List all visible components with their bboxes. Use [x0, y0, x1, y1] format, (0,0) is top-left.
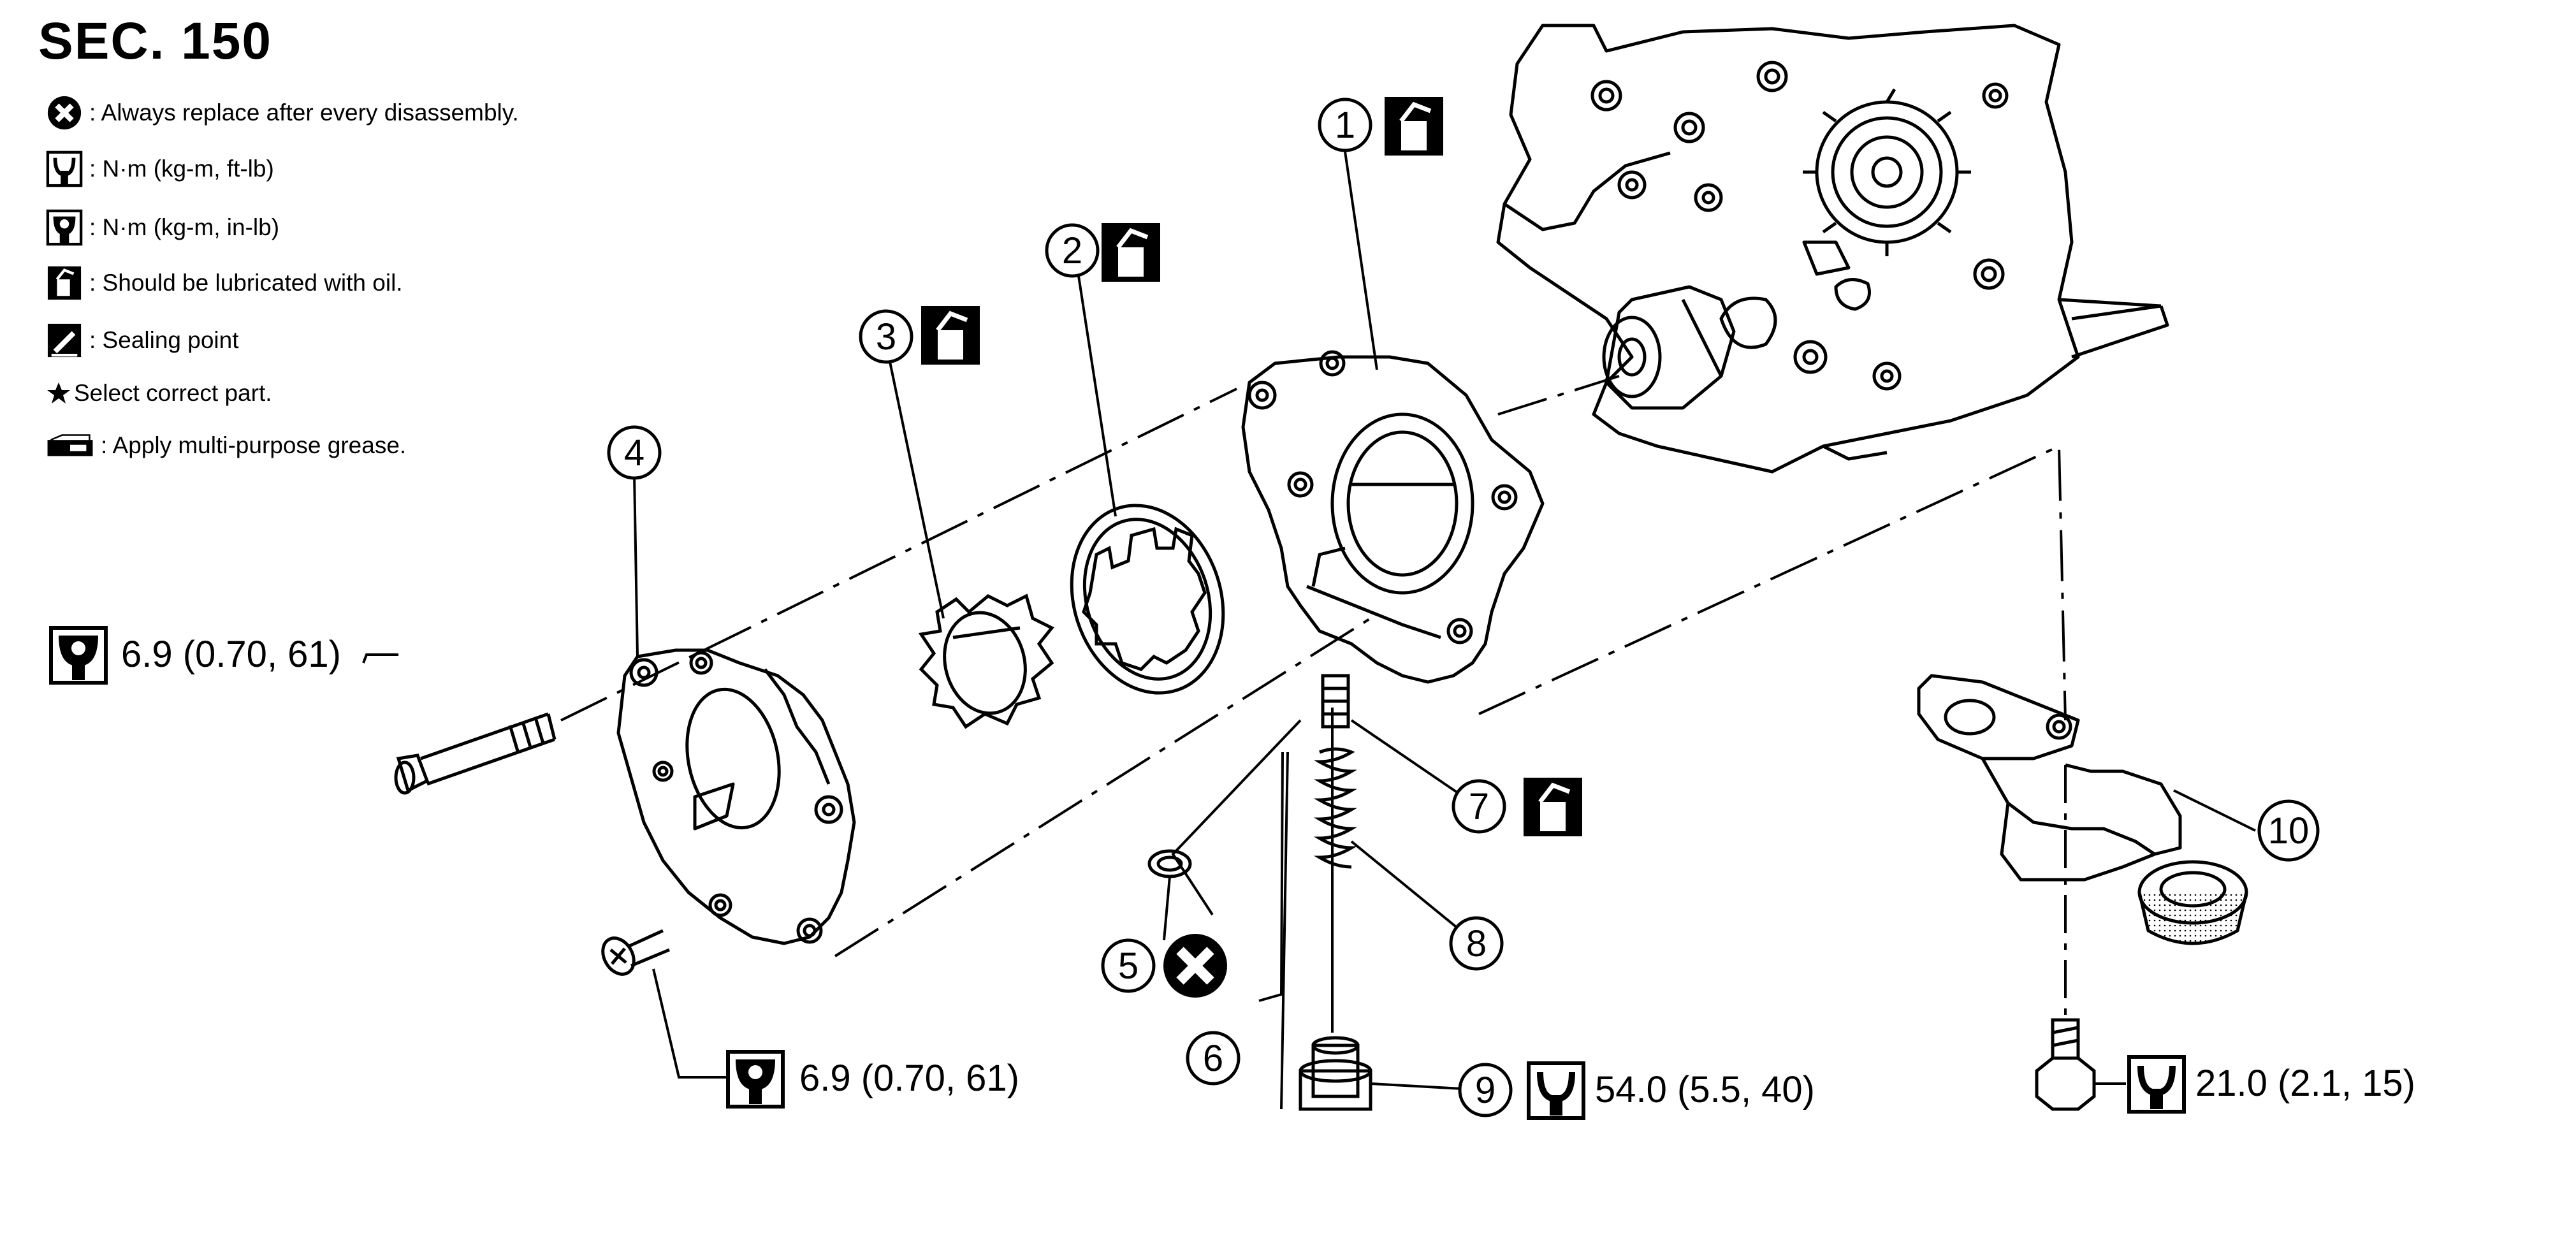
relief-plug	[1299, 1036, 1372, 1111]
legend-label: : Should be lubricated with oil.	[89, 270, 403, 296]
legend-item-lubricate: : Should be lubricated with oil.	[46, 265, 403, 302]
part-number-callouts: 1 2 3 4 5 6 7	[607, 98, 2320, 1117]
grease-applicator-icon	[46, 427, 94, 464]
part-8-callout: 8	[1449, 916, 1504, 971]
torque-wrench-icon	[1527, 1061, 1585, 1120]
part-8-number: 8	[1466, 923, 1487, 964]
part-7-number: 7	[1469, 786, 1489, 827]
section-title: SEC. 150	[38, 12, 272, 70]
legend-item-select-part: Select correct part.	[46, 375, 272, 412]
part-9-callout: 9	[1458, 1063, 1513, 1117]
part-7-callout: 7	[1452, 779, 1506, 834]
oil-strainer	[1917, 674, 2248, 945]
torque-spec-cover-screw: 6.9 (0.70, 61)	[799, 1058, 1019, 1099]
oil-can-icon	[1102, 223, 1160, 282]
part-3-callout: 3	[859, 309, 913, 364]
cover-screw	[601, 929, 670, 976]
part-4-callout: 4	[607, 425, 662, 480]
alignment-lines	[560, 375, 2067, 1110]
part-6-callout: 6	[1186, 1031, 1241, 1086]
legend-label: : Always replace after every disassembly…	[89, 99, 519, 126]
legend-label: : N·m (kg-m, ft-lb)	[89, 156, 274, 182]
part-4-number: 4	[624, 432, 644, 474]
torque-wrench-icon	[2127, 1055, 2186, 1114]
part-2-number: 2	[1062, 230, 1082, 272]
torque-spec-strainer-bolt: 21.0 (2.1, 15)	[2195, 1063, 2415, 1104]
legend-item-sealing: : Sealing point	[46, 322, 239, 359]
x-circle-icon	[1163, 934, 1227, 998]
part-2-callout: 2	[1045, 223, 1100, 278]
relief-valve	[1321, 674, 1350, 729]
part-10-callout: 10	[2257, 799, 2320, 862]
x-circle-icon	[46, 94, 83, 131]
part-3-number: 3	[876, 316, 896, 358]
strainer-bolt	[2035, 1018, 2096, 1111]
pump-cover	[616, 648, 856, 945]
legend-item-torque-inlb: : N·m (kg-m, in-lb)	[46, 209, 279, 246]
torque-wrench-icon	[46, 150, 83, 187]
oil-can-icon	[1385, 97, 1443, 156]
part-6-number: 6	[1203, 1038, 1223, 1079]
legend-label: : N·m (kg-m, in-lb)	[89, 214, 280, 240]
legend-label: : Sealing point	[89, 327, 239, 353]
sealant-tube-icon	[46, 322, 83, 359]
torque-spec-relief-plug: 54.0 (5.5, 40)	[1595, 1069, 1815, 1110]
legend-label: Select correct part.	[74, 380, 272, 406]
oil-can-icon	[1524, 778, 1582, 836]
cover-bolt	[394, 712, 557, 795]
part-10-number: 10	[2268, 810, 2310, 852]
part-9-number: 9	[1475, 1070, 1495, 1111]
part-5-number: 5	[1118, 945, 1139, 987]
oil-pump-body	[1241, 350, 1545, 684]
leader-lines	[362, 151, 2256, 1091]
part-1-callout: 1	[1318, 98, 1372, 152]
torque-spec-cover-bolt: 6.9 (0.70, 61)	[121, 634, 341, 675]
part-1-number: 1	[1335, 105, 1355, 146]
outer-rotor	[1070, 504, 1225, 695]
legend-item-torque-ftlb: : N·m (kg-m, ft-lb)	[46, 150, 274, 187]
legend-item-grease: : Apply multi-purpose grease.	[46, 427, 406, 464]
part-5-callout: 5	[1101, 938, 1156, 993]
legend-item-replace: : Always replace after every disassembly…	[46, 94, 519, 131]
relief-spring	[1313, 747, 1358, 869]
torque-wrench-filled-icon	[46, 209, 83, 246]
star-icon	[46, 375, 71, 412]
oil-can-icon	[921, 306, 980, 365]
oil-can-icon	[46, 265, 83, 302]
legend-label: : Apply multi-purpose grease.	[101, 432, 407, 458]
torque-wrench-filled-icon	[49, 626, 108, 685]
torque-wrench-filled-icon	[726, 1050, 785, 1109]
engine-block	[1496, 24, 2169, 474]
inner-rotor	[918, 593, 1054, 729]
